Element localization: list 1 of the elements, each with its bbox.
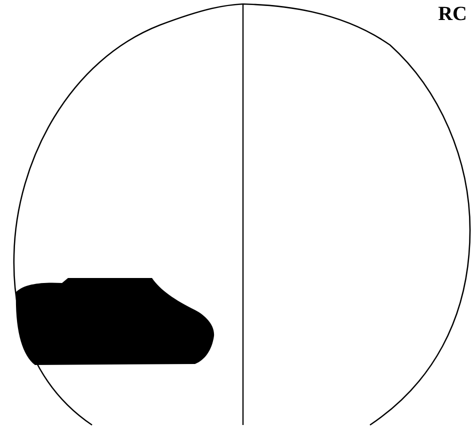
panel-label: RC xyxy=(438,4,467,24)
